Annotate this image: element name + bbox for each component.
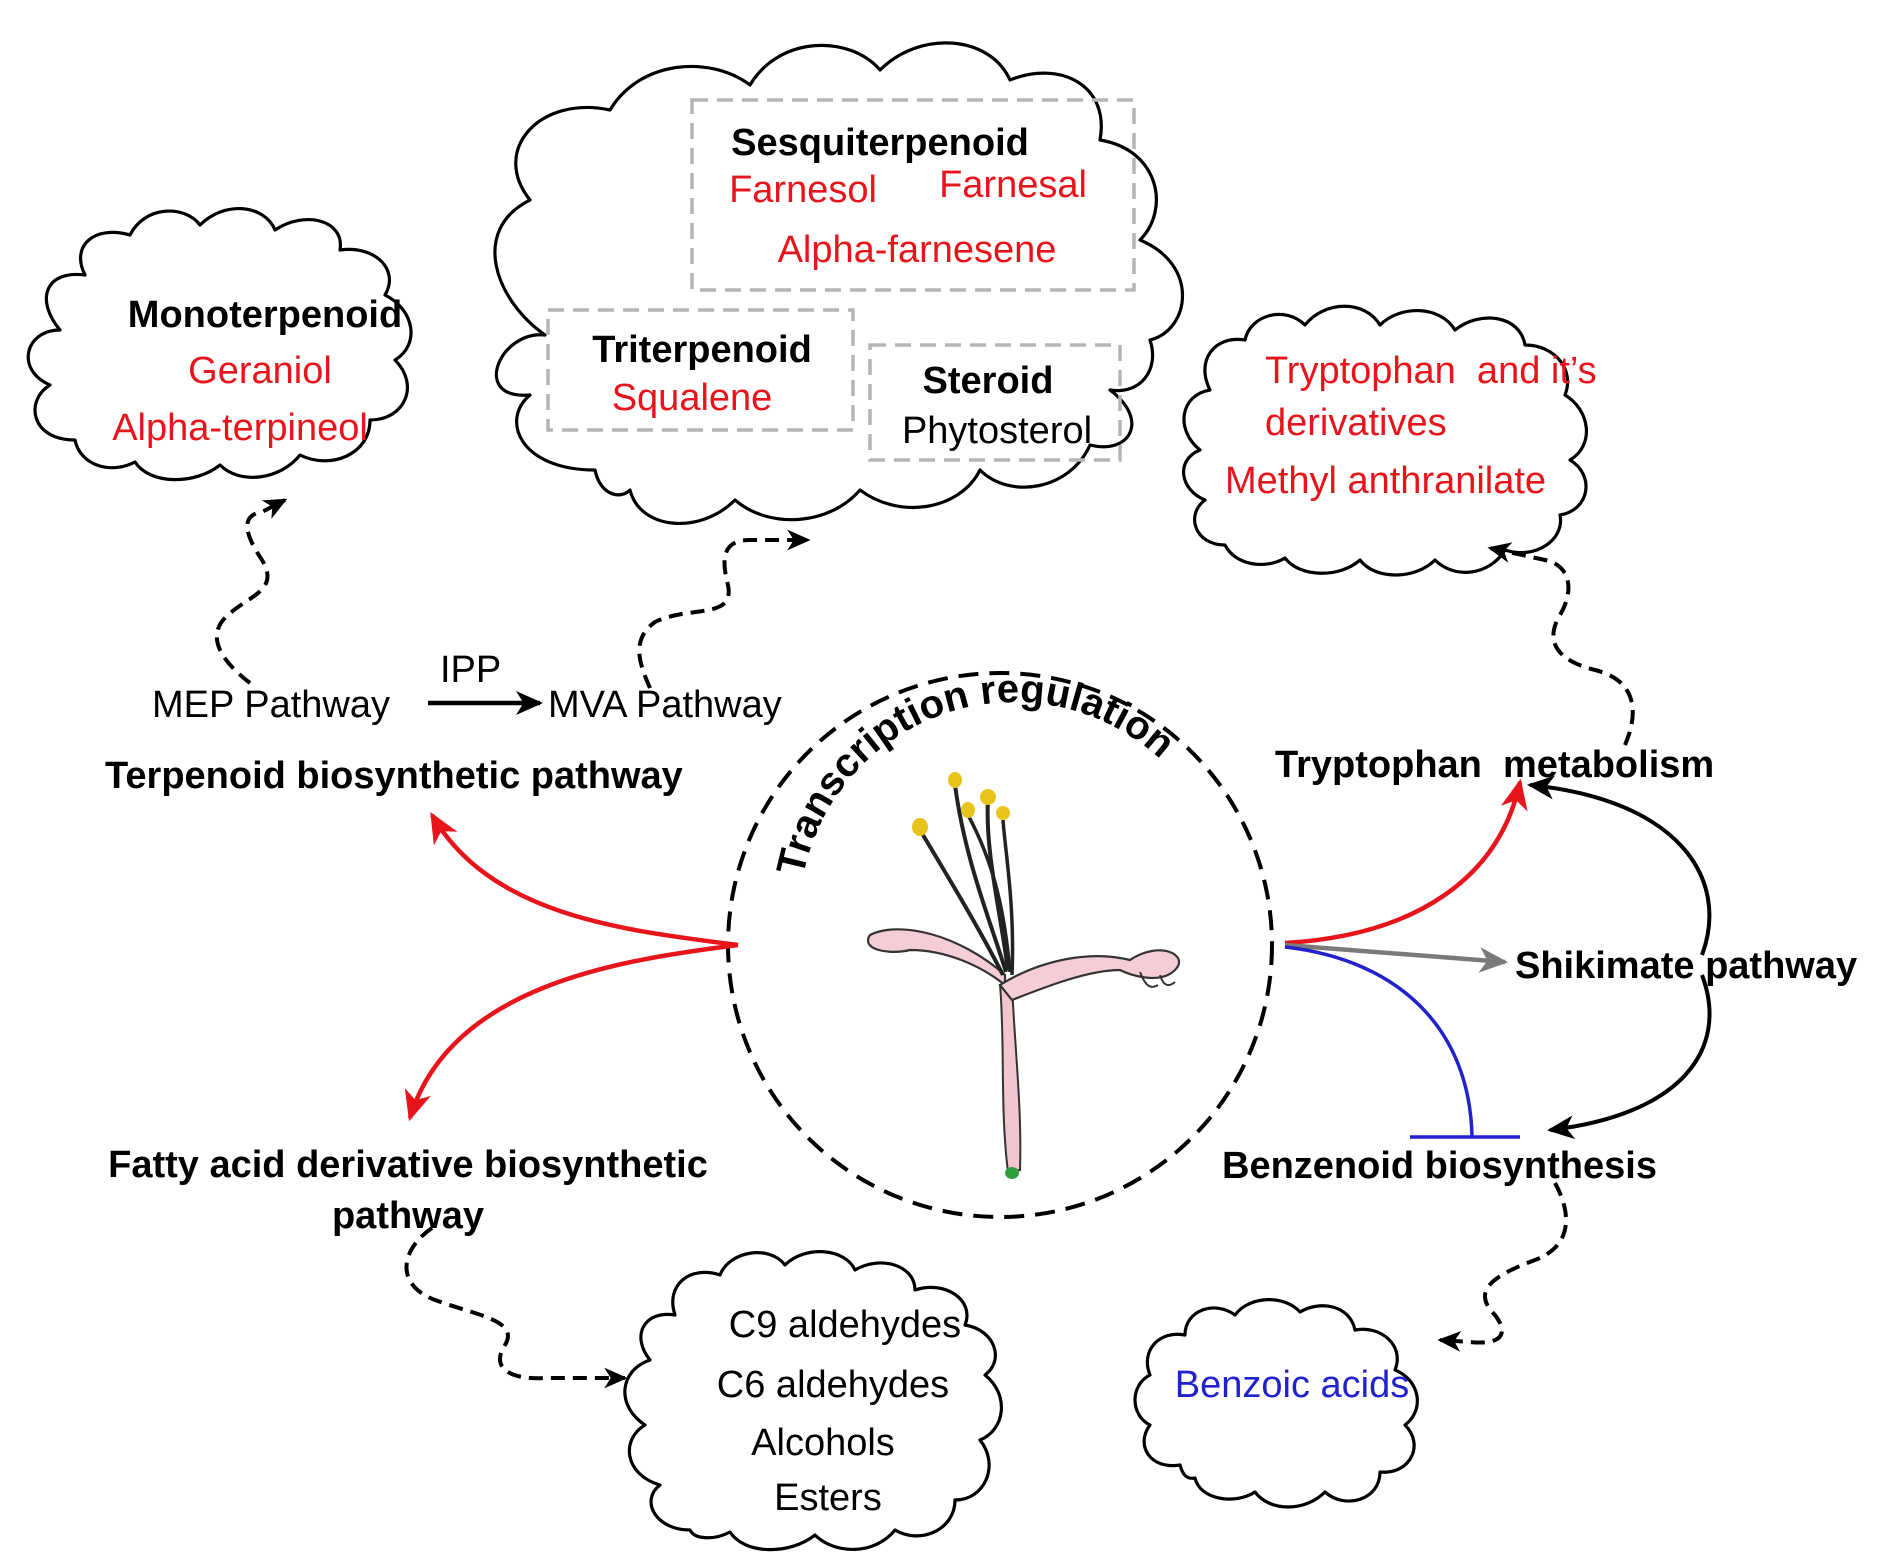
- triterpenoid-box: [546, 308, 855, 432]
- monoterpenoid-title: Monoterpenoid: [128, 294, 402, 336]
- ipp-label: IPP: [440, 649, 501, 691]
- black-arrow-shikimate-benzenoid: [1547, 974, 1712, 1140]
- cloud-tryptophan: [1182, 304, 1588, 577]
- triterpenoid-title: Triterpenoid: [592, 329, 812, 371]
- squalene-label: Squalene: [612, 377, 773, 419]
- red-arrow-fatty-acid: [404, 942, 739, 1122]
- dashed-arrow-mep-monoterpenoid: [214, 498, 288, 685]
- dashed-arrow-tryptophan-cloud: [1487, 542, 1635, 746]
- terpenoid-pathway-label: Terpenoid biosynthetic pathway: [105, 755, 683, 797]
- transcription-regulation-circle: [726, 671, 1274, 1219]
- alpha-terpineol-label: Alpha-terpineol: [112, 407, 368, 449]
- cloud-terpenoid-products: [493, 41, 1185, 525]
- farnesol-label: Farnesol: [729, 169, 877, 211]
- sesquiterpenoid-box: [690, 98, 1136, 292]
- shikimate-pathway-label: Shikimate pathway: [1515, 945, 1857, 987]
- dashed-arrow-fatty-cloud: [404, 1226, 628, 1389]
- fatty-acid-pathway-label-1: Fatty acid derivative biosynthetic: [108, 1144, 708, 1186]
- alcohols-label: Alcohols: [751, 1422, 895, 1464]
- dashed-arrow-benzenoid-cloud: [1437, 1182, 1568, 1352]
- red-arrow-terpenoid: [430, 812, 739, 948]
- tryptophan-derivatives-label-2: derivatives: [1265, 402, 1447, 444]
- mva-pathway-label: MVA Pathway: [548, 684, 782, 726]
- dashed-arrow-mva-terpenoid: [637, 529, 811, 689]
- geraniol-label: Geraniol: [188, 350, 332, 392]
- phytosterol-label: Phytosterol: [902, 410, 1092, 452]
- c9-aldehydes-label: C9 aldehydes: [729, 1304, 961, 1346]
- c6-aldehydes-label: C6 aldehydes: [717, 1364, 949, 1406]
- sesquiterpenoid-title: Sesquiterpenoid: [731, 122, 1029, 164]
- transcription-regulation-label: Transcription regulation: [769, 667, 1183, 879]
- farnesal-label: Farnesal: [939, 164, 1087, 206]
- benzenoid-biosynthesis-label: Benzenoid biosynthesis: [1222, 1145, 1657, 1187]
- alpha-farnesene-label: Alpha-farnesene: [778, 229, 1057, 271]
- blue-inhibition-benzenoid: [1284, 945, 1474, 1138]
- cloud-monoterpenoid: [26, 206, 413, 482]
- esters-label: Esters: [774, 1477, 882, 1519]
- steroid-box: [868, 343, 1122, 462]
- methyl-anthranilate-label: Methyl anthranilate: [1225, 460, 1546, 502]
- cloud-benzoic-acids: [1133, 1298, 1419, 1509]
- tryptophan-derivatives-label-1: Tryptophan and it’s: [1265, 350, 1597, 392]
- steroid-title: Steroid: [923, 360, 1054, 402]
- tryptophan-metabolism-label: Tryptophan metabolism: [1275, 744, 1714, 786]
- mep-pathway-label: MEP Pathway: [152, 684, 390, 726]
- honeysuckle-flower-icon: [866, 772, 1181, 1179]
- red-arrow-tryptophan: [1284, 778, 1528, 946]
- grey-arrow-shikimate: [1284, 942, 1509, 973]
- black-arrow-shikimate-tryptophan: [1527, 775, 1712, 956]
- benzoic-acids-label: Benzoic acids: [1175, 1364, 1409, 1406]
- fatty-acid-pathway-label-2: pathway: [332, 1195, 484, 1237]
